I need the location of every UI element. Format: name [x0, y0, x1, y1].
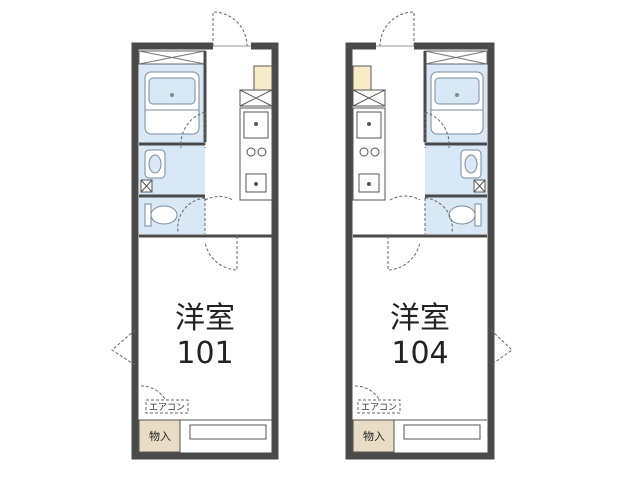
outer-wall [131, 42, 279, 460]
room-number-label: 101 [176, 336, 233, 371]
room-number-label: 104 [391, 336, 448, 371]
room-type-label: 洋室 [390, 301, 450, 336]
toilet [474, 203, 482, 227]
storage-label: 物入 [149, 429, 171, 443]
room-type-label: 洋室 [175, 301, 235, 336]
aircon-label: エアコン [361, 403, 397, 413]
outer-wall [345, 42, 495, 460]
aircon-label: エアコン [149, 403, 185, 413]
storage [138, 419, 181, 453]
entrance-door [379, 11, 415, 47]
unit-104: 洋室 104 エアコン 物入 [345, 11, 513, 460]
storage [352, 419, 395, 453]
unit-101: 洋室 101 エアコン 物入 [111, 11, 279, 460]
entrance-door [212, 11, 248, 47]
toilet [144, 203, 152, 227]
storage-label: 物入 [363, 429, 385, 443]
